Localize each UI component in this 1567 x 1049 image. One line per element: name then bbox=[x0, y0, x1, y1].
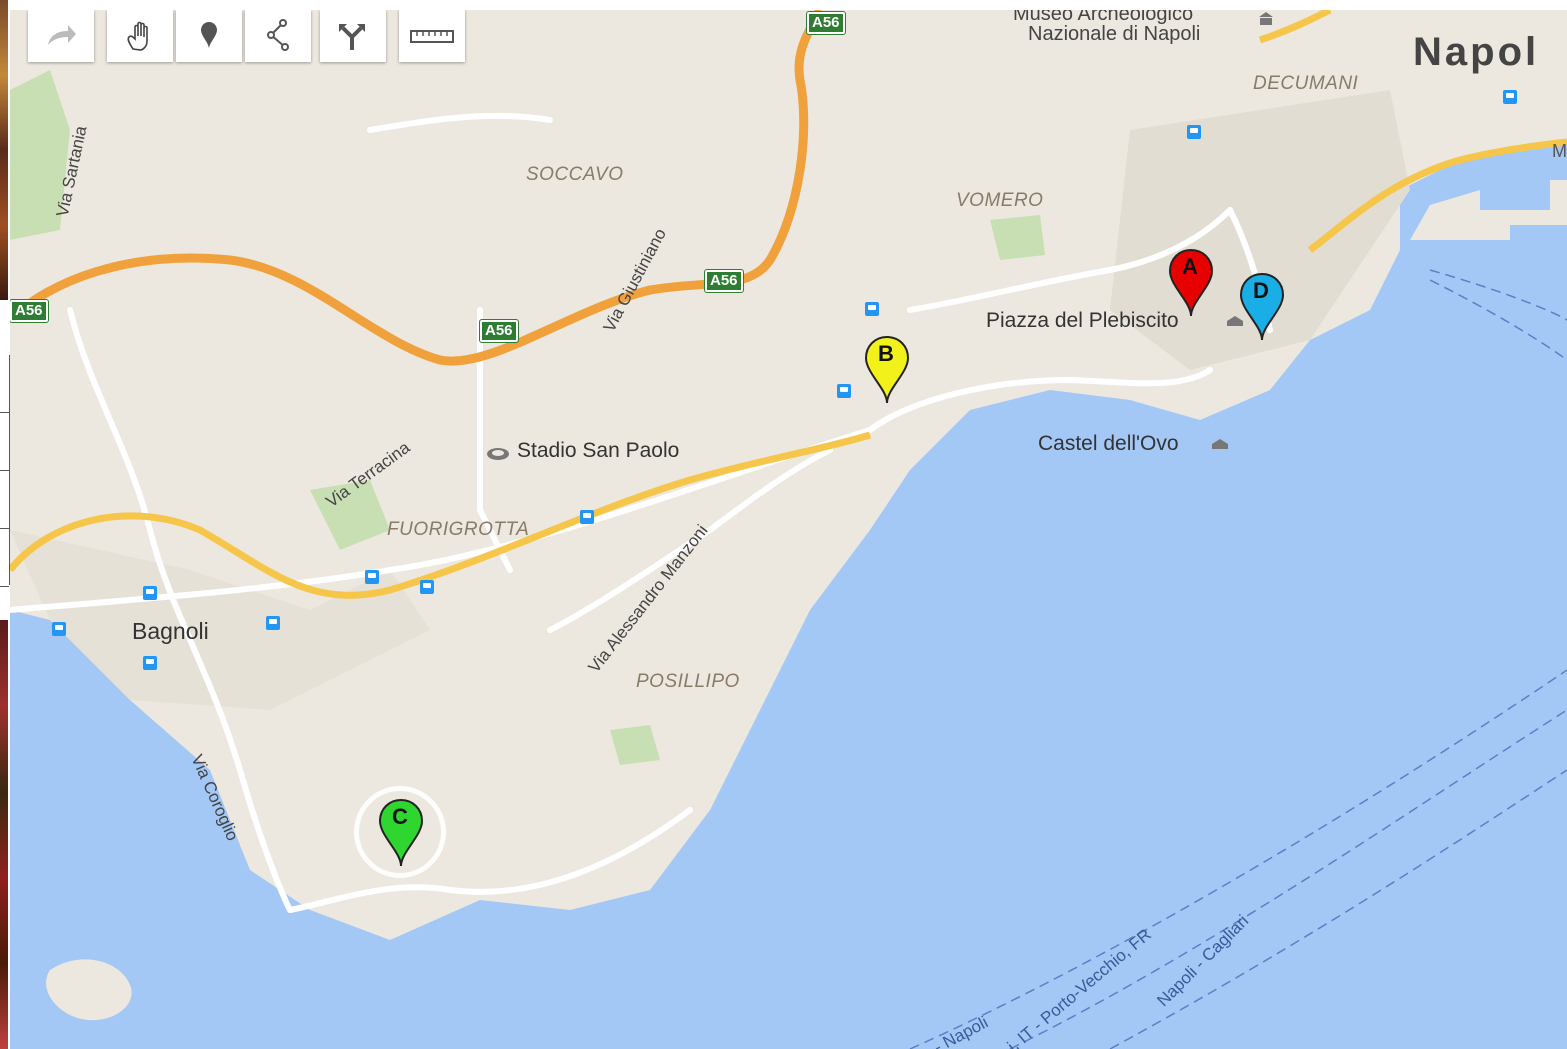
map-marker-c[interactable]: C bbox=[378, 798, 424, 870]
map-base bbox=[10, 10, 1567, 1049]
district-label-posillipo: POSILLIPO bbox=[636, 671, 740, 692]
place-label-plebiscito: Piazza del Plebiscito bbox=[986, 309, 1179, 332]
marker-label: D bbox=[1253, 278, 1269, 303]
marker-label: A bbox=[1182, 254, 1198, 279]
table-fragment bbox=[0, 355, 10, 587]
highway-shield: A56 bbox=[479, 319, 519, 343]
district-label-soccavo: SOCCAVO bbox=[526, 164, 624, 185]
city-label: Napol bbox=[1413, 30, 1540, 74]
place-label-castel: Castel dell'Ovo bbox=[1038, 432, 1179, 455]
place-label-museo: Museo Archeologico bbox=[1013, 10, 1194, 25]
transit-icon bbox=[1187, 125, 1201, 139]
transit-icon bbox=[837, 384, 851, 398]
park-area bbox=[310, 480, 390, 550]
directions-icon bbox=[339, 24, 365, 50]
tangenziale-road bbox=[1258, 10, 1332, 44]
redo-button[interactable] bbox=[28, 10, 94, 62]
marker-label: C bbox=[392, 804, 408, 829]
line-icon bbox=[267, 19, 289, 51]
highway-shield: A56 bbox=[704, 269, 744, 293]
map-canvas[interactable]: A56 A56 A56 A56 Napol Museo Archeologico… bbox=[10, 10, 1567, 1049]
place-label-museo-2: Nazionale di Napoli bbox=[1028, 23, 1201, 45]
tangenziale-road bbox=[1307, 138, 1567, 253]
transit-icon bbox=[52, 622, 66, 636]
transit-icon bbox=[865, 302, 879, 316]
map-marker-b[interactable]: B bbox=[864, 335, 910, 407]
district-label-vomero: VOMERO bbox=[956, 190, 1044, 211]
transit-icon bbox=[1503, 90, 1517, 104]
park-area bbox=[990, 215, 1045, 260]
tangenziale-road bbox=[10, 431, 872, 599]
add-marker-button[interactable] bbox=[176, 10, 242, 62]
transit-icon bbox=[266, 616, 280, 630]
measure-button[interactable] bbox=[399, 10, 465, 62]
directions-button[interactable] bbox=[320, 10, 386, 62]
ruler-icon bbox=[410, 30, 454, 43]
redo-arrow-icon bbox=[48, 25, 76, 45]
map-marker-a[interactable]: A bbox=[1168, 248, 1214, 320]
museum-icon bbox=[1259, 12, 1273, 25]
left-page-strip bbox=[0, 0, 10, 1049]
landmark-icon bbox=[1227, 316, 1243, 326]
sea-area bbox=[10, 140, 1567, 1049]
place-label-bagnoli: Bagnoli bbox=[132, 618, 209, 644]
park-area bbox=[610, 725, 660, 765]
photo-strip-top bbox=[0, 0, 8, 300]
map-marker-d[interactable]: D bbox=[1239, 272, 1285, 344]
district-label-fuorigrotta: FUORIGROTTA bbox=[387, 519, 530, 540]
pan-tool-button[interactable] bbox=[107, 10, 173, 62]
draw-line-button[interactable] bbox=[245, 10, 311, 62]
highway-shield: A56 bbox=[806, 11, 846, 35]
built-area bbox=[10, 530, 430, 710]
landmark-icon bbox=[1212, 439, 1228, 449]
edge-label-m: M bbox=[1552, 141, 1567, 161]
place-label-stadio: Stadio San Paolo bbox=[517, 439, 680, 462]
a56-highway bbox=[10, 10, 825, 366]
district-label-decumani: DECUMANI bbox=[1253, 73, 1359, 94]
marker-icon bbox=[201, 22, 217, 49]
park-area bbox=[10, 70, 70, 240]
port-piers bbox=[1410, 180, 1567, 240]
transit-icon bbox=[143, 586, 157, 600]
transit-icon bbox=[143, 656, 157, 670]
transit-icon bbox=[365, 570, 379, 584]
selected-marker-halo bbox=[354, 786, 446, 878]
transit-icon bbox=[420, 580, 434, 594]
island-nisida bbox=[46, 959, 132, 1021]
marker-label: B bbox=[878, 341, 894, 366]
stadium-icon bbox=[487, 448, 509, 460]
photo-strip-bottom bbox=[0, 620, 8, 1049]
hand-icon bbox=[127, 21, 148, 51]
transit-icon bbox=[580, 510, 594, 524]
highway-shield: A56 bbox=[10, 299, 49, 323]
